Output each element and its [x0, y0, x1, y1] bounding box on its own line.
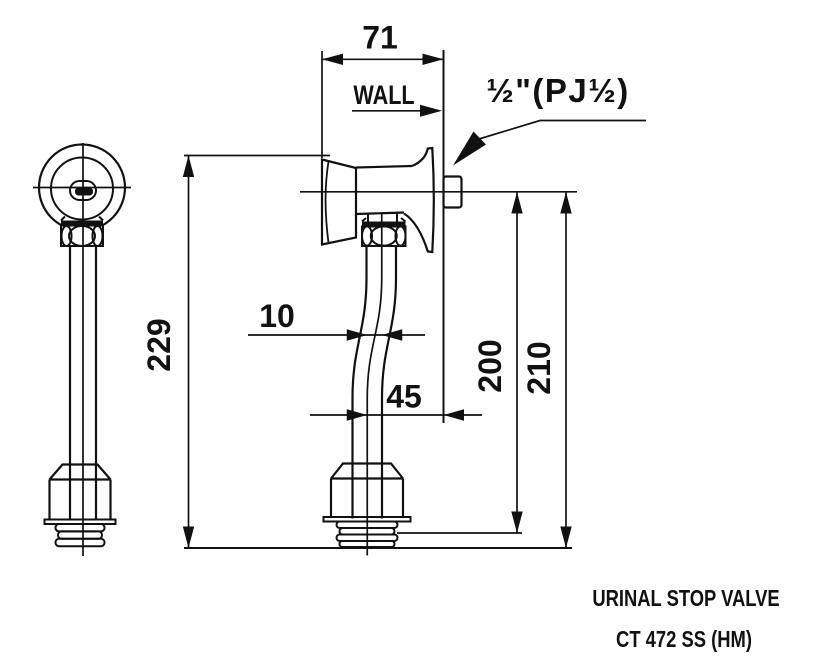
dim-offset-label: 10 — [259, 298, 295, 334]
arrowhead-up — [511, 192, 523, 214]
hex-nut — [361, 225, 407, 247]
leader-line — [478, 119, 646, 140]
arrowhead-down — [511, 511, 523, 533]
dimension-length-210: 210 — [521, 192, 572, 548]
wall-annotation: WALL — [352, 81, 442, 117]
dim-inset-label: 45 — [386, 379, 422, 415]
dimension-offset-10: 10 — [248, 298, 425, 341]
product-model: CT 472 SS (HM) — [616, 627, 752, 652]
dimension-inset-45: 45 — [310, 379, 482, 421]
screw-slot-bar — [75, 187, 93, 196]
knob-inner-circle — [50, 156, 114, 221]
pipe-left-wall — [351, 246, 368, 519]
side-centerline-vertical — [366, 214, 383, 556]
wall-label: WALL — [353, 81, 414, 111]
thread-ridge — [54, 537, 106, 548]
thread-size-label: ½"(PJ½) — [486, 72, 630, 109]
thread-size-annotation: ½"(PJ½) — [453, 72, 646, 166]
front-view — [33, 143, 131, 556]
arrowhead-right — [422, 53, 444, 65]
dim-width-label: 71 — [362, 20, 398, 56]
dimension-height-229: 229 — [141, 154, 330, 548]
dim-200-label: 200 — [472, 339, 508, 392]
arrowhead-left — [443, 409, 464, 421]
arrowhead-up — [560, 192, 572, 214]
outlet-dome — [48, 463, 112, 481]
arrowhead-leader — [453, 131, 486, 166]
title-block: URINAL STOP VALVE CT 472 SS (HM) — [592, 586, 779, 652]
nut-chamfer-band — [61, 220, 103, 226]
side-view — [300, 50, 577, 556]
dimensions: 71 WALL ½"(PJ½) 229 10 — [141, 20, 646, 549]
thread-ridge — [54, 523, 106, 533]
pipe-right-wall — [380, 246, 398, 519]
arrowhead-left — [381, 329, 403, 341]
product-title: URINAL STOP VALVE — [592, 586, 779, 611]
dim-210-label: 210 — [521, 341, 557, 394]
dim-height-label: 229 — [141, 318, 177, 371]
arrowhead-down — [182, 526, 195, 548]
arrowhead-down — [560, 526, 572, 548]
arrowhead-right — [346, 329, 368, 341]
valve-body-top — [355, 164, 413, 169]
arrowhead-right — [346, 409, 368, 421]
nut-chamfer-band — [362, 221, 406, 227]
handle-knob — [320, 158, 358, 246]
arrowhead-right — [420, 104, 442, 117]
dimension-length-200: 200 — [397, 192, 523, 534]
arrowhead-up — [182, 155, 195, 177]
arrowhead-left — [322, 53, 343, 65]
wall-escutcheon — [403, 146, 435, 254]
hex-nut — [60, 224, 104, 247]
valve-body-bottom — [355, 211, 405, 216]
dimension-width-71: 71 — [321, 20, 444, 158]
thread-ridge — [57, 530, 103, 540]
